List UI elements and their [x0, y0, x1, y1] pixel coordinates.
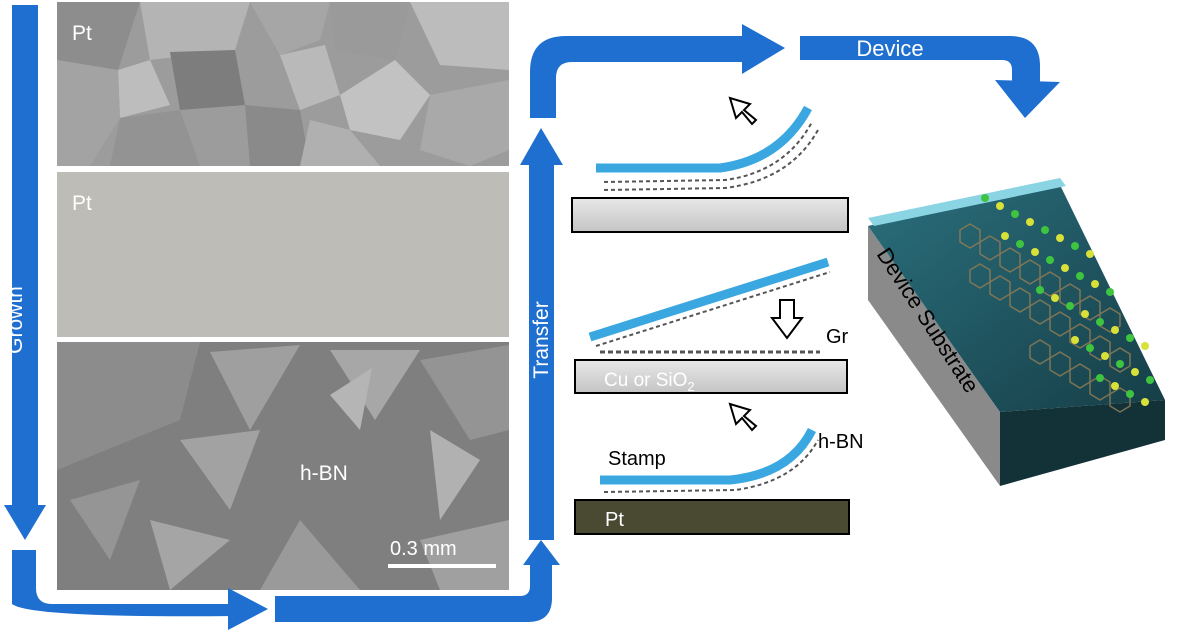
- top-arrow: [530, 36, 745, 118]
- device-block: Device Substrate: [868, 178, 1165, 486]
- hbn-region-label: h-BN: [300, 462, 348, 485]
- pt-substrate-label: Pt: [605, 509, 624, 531]
- step-release: [571, 96, 849, 233]
- step-pickup-gr: Gr Cu or SiO2: [574, 257, 849, 394]
- hbn-layer-label: h-BN: [818, 431, 864, 453]
- process-arrows: [4, 5, 1060, 630]
- scale-bar-label: 0.3 mm: [390, 538, 457, 560]
- scale-bar: [388, 564, 496, 568]
- bottom-arrow-2-head: [523, 540, 560, 565]
- transfer-arrow-head: [520, 128, 563, 165]
- panel-top-label: Pt: [72, 22, 92, 45]
- device-label: Device: [856, 36, 923, 61]
- micrograph-hbn: [57, 342, 509, 590]
- stamp-top: [596, 105, 812, 173]
- stamp-label: Stamp: [608, 448, 666, 470]
- layer-mid-hbn: [595, 271, 831, 347]
- lift-arrow-bottom: [728, 402, 758, 432]
- device-side-face: [868, 226, 1000, 486]
- cu-sio2-label: Cu or SiO2: [604, 370, 695, 394]
- micrograph-panels: Pt Pt h-BN 0.3 mm: [57, 2, 509, 590]
- transfer-label: Transfer: [530, 301, 553, 378]
- device-top-edge: [868, 178, 1066, 226]
- step-pickup-hbn: Stamp h-BN Pt: [574, 402, 864, 535]
- stamp-mid: [588, 257, 830, 342]
- layer-bottom-hbn: [603, 439, 819, 493]
- hbn-atoms: [981, 194, 1154, 406]
- substrate-top: [571, 197, 849, 233]
- substrate-pt: [574, 499, 850, 535]
- bottom-arrow-1: [12, 550, 235, 617]
- device-arrow: [800, 36, 1040, 84]
- lift-arrow-top: [728, 96, 758, 126]
- top-arrow-head: [742, 24, 785, 74]
- layer-top-2: [603, 129, 819, 191]
- growth-arrow-head: [4, 505, 46, 540]
- gr-label: Gr: [826, 326, 849, 348]
- micrograph-pt-smooth: [57, 172, 509, 337]
- stamp-bottom: [600, 427, 817, 485]
- device-front-face: [1000, 400, 1165, 486]
- press-arrow-mid: [770, 299, 804, 340]
- bottom-arrow-1-head: [228, 588, 268, 630]
- micrograph-pt-grains: [57, 2, 509, 166]
- growth-label: Growth: [4, 286, 27, 354]
- transfer-arrow-shaft: [529, 160, 554, 540]
- substrate-cu: [574, 359, 848, 394]
- growth-arrow-shaft: [12, 5, 38, 510]
- panel-mid-label: Pt: [72, 192, 92, 215]
- layer-top-1: [603, 121, 813, 183]
- device-arrow-head: [995, 80, 1060, 118]
- bottom-arrow-2: [275, 560, 552, 622]
